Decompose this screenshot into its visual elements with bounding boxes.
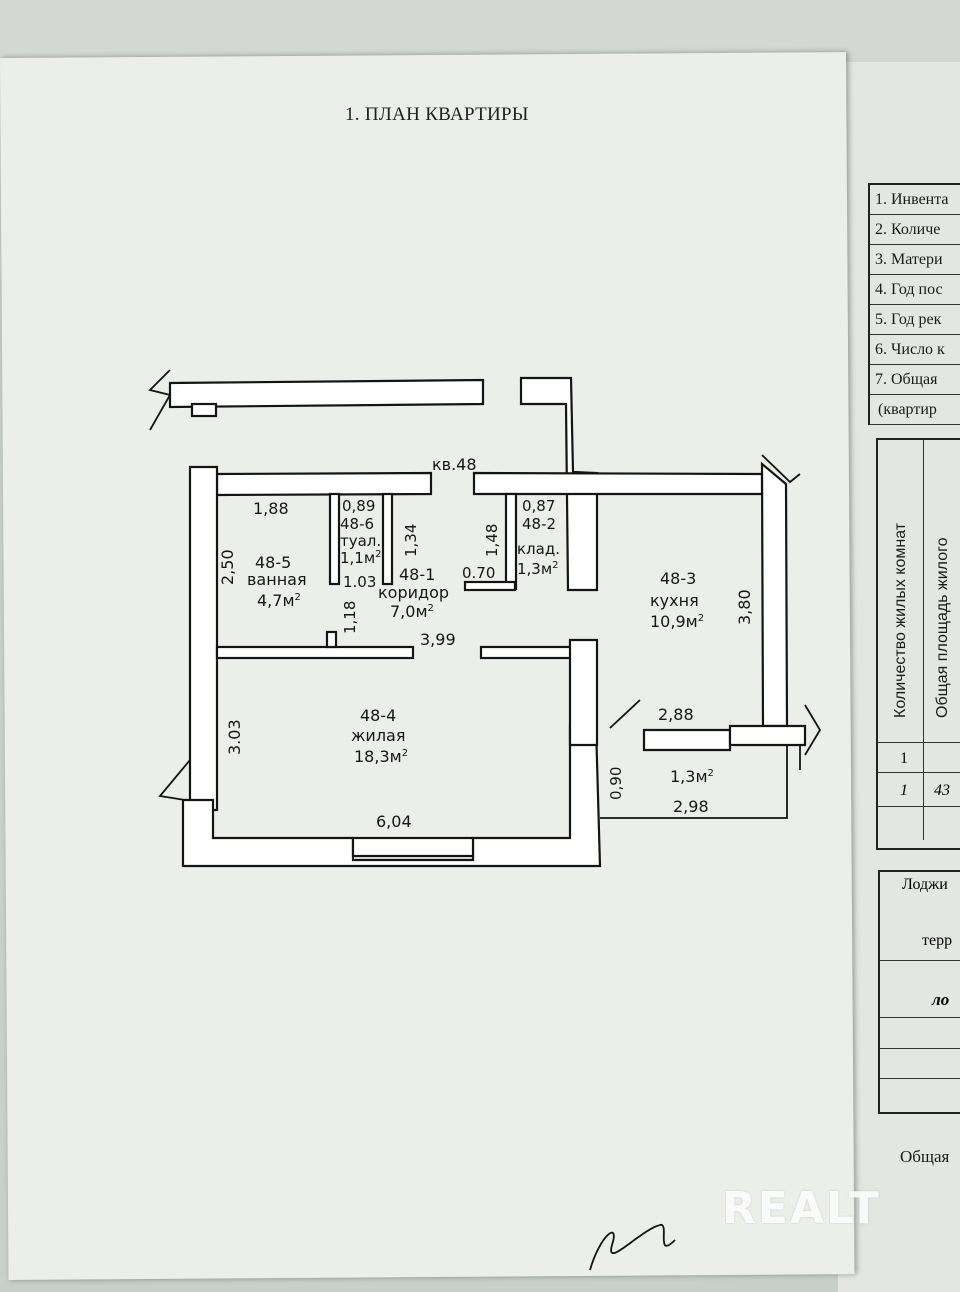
room-48-1-name: коридор	[378, 583, 449, 602]
room-48-4-id: 48-4	[360, 706, 396, 725]
info-row: 7. Общая	[870, 365, 960, 395]
info-row: 6. Число к	[870, 335, 960, 365]
wall-shaft	[519, 376, 599, 592]
room-48-5-name: ванная	[247, 570, 307, 589]
room-48-3-id: 48-3	[660, 569, 696, 588]
wall-break-right	[761, 454, 801, 484]
dim-303: 3.03	[225, 719, 244, 755]
room-48-3-name: кухня	[650, 591, 699, 610]
info-row: 3. Матери	[870, 245, 960, 275]
dim-399: 3,99	[420, 630, 456, 649]
dim-288: 2,88	[658, 705, 694, 724]
realt-watermark: REALT	[722, 1183, 881, 1234]
table-divider	[878, 806, 960, 807]
room-48-4-name: жилая	[351, 726, 405, 745]
wall-closet-bottom	[463, 580, 517, 592]
table-value: 43	[934, 782, 950, 799]
dim-103: 1.03	[343, 573, 376, 591]
room-48-6-id: 48-6	[340, 515, 374, 533]
right-sheet	[838, 62, 960, 1292]
dim-118: 1,18	[341, 601, 359, 634]
dim-188: 1,88	[253, 499, 289, 518]
table-divider	[878, 772, 960, 773]
table-value: 1	[900, 782, 908, 799]
room-48-2-id: 48-2	[522, 515, 556, 533]
dim-604: 6,04	[376, 812, 412, 831]
info-row: (квартир	[870, 395, 960, 425]
total-label: Общая	[900, 1147, 950, 1166]
balcony-arrow	[804, 704, 822, 756]
loggia-terrace: терр	[922, 932, 953, 949]
room-48-2-name: клад.	[517, 540, 560, 558]
loggia-value: ло	[932, 990, 950, 1009]
dim-380: 3,80	[735, 589, 754, 625]
room-48-5-id: 48-5	[255, 553, 291, 572]
table-divider	[880, 1017, 960, 1018]
page-heading: 1. ПЛАН КВАРТИРЫ	[345, 104, 529, 125]
balcony-area: 1,3м2	[670, 767, 714, 786]
wall-toilet-right	[381, 492, 394, 586]
rooms-table: Количество жилых комнат Общая площадь жи…	[876, 438, 960, 850]
table-divider	[880, 1078, 960, 1079]
rooms-count-header: Количество жилых комнат	[892, 522, 909, 718]
vent-block	[190, 402, 218, 418]
window-frame	[351, 836, 475, 858]
room-48-1-area: 7,0м2	[390, 602, 434, 621]
dim-148: 1,48	[483, 524, 501, 557]
dim-090: 0,90	[607, 767, 625, 800]
table-divider	[880, 960, 960, 961]
balcony-outline	[600, 745, 801, 819]
info-list: 1. Инвента 2. Количе 3. Матери 4. Год по…	[868, 183, 960, 425]
dim-089: 0,89	[342, 497, 375, 515]
wall-mid-post	[325, 630, 338, 649]
room-48-6-name: туал.	[340, 532, 381, 550]
info-row: 5. Год рек	[870, 305, 960, 335]
info-row: 2. Количе	[870, 215, 960, 245]
wall-top-right	[472, 471, 764, 496]
rooms-col	[878, 440, 924, 840]
room-48-1-id: 48-1	[399, 565, 435, 584]
wall-top-left	[168, 378, 485, 409]
dim-298: 2,98	[673, 797, 709, 816]
area-header: Общая площадь жилого	[934, 537, 951, 718]
room-48-5-area: 4,7м2	[257, 591, 301, 610]
balcony-wall-right	[728, 724, 807, 747]
wall-mid-left	[215, 645, 415, 660]
table-value: 1	[900, 750, 908, 767]
loggia-table: Лоджи терр ло	[878, 870, 960, 1114]
wall-closet	[504, 492, 518, 591]
wall-toilet-left	[328, 492, 341, 586]
room-48-6-area: 1,1м2	[340, 549, 382, 567]
balcony-rail	[642, 728, 732, 752]
apartment-number: кв.48	[432, 455, 477, 474]
door-swing	[609, 699, 641, 729]
dim-070: 0.70	[462, 564, 495, 582]
wall-break-left	[158, 759, 191, 801]
wall-top-main	[215, 471, 433, 497]
dim-134: 1,34	[402, 524, 420, 557]
wall-right-kitchen	[760, 461, 789, 728]
wall-kitchen-lower	[568, 638, 599, 747]
dim-250: 2,50	[218, 549, 237, 585]
room-48-4-area: 18,3м2	[354, 747, 408, 766]
wall-left	[188, 465, 219, 812]
room-48-3-area: 10,9м2	[650, 612, 704, 631]
signature	[589, 1224, 676, 1271]
loggia-label: Лоджи	[902, 876, 948, 893]
wall-mid-right	[479, 645, 579, 660]
room-48-2-area: 1,3м2	[517, 560, 559, 578]
wall-break-mark	[148, 369, 172, 431]
dim-087: 0,87	[522, 497, 555, 515]
table-divider	[880, 1048, 960, 1049]
info-row: 1. Инвента	[870, 185, 960, 215]
table-divider	[878, 742, 960, 743]
info-row: 4. Год пос	[870, 275, 960, 305]
